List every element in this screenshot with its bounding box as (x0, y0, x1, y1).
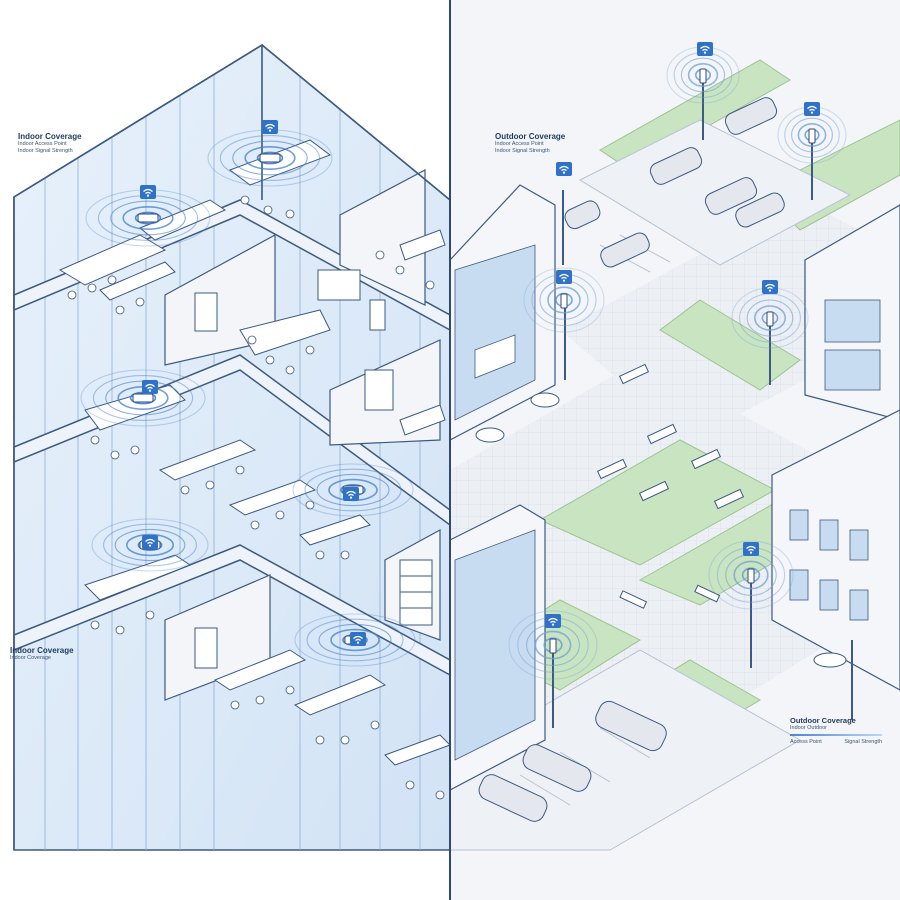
outdoor-poles (552, 80, 853, 728)
signal-ring (523, 267, 605, 333)
coverage-legend: Outdoor Coverage Indoor Outdoor Access P… (790, 716, 882, 745)
wifi-icon (556, 162, 572, 176)
signal-strength-rings (80, 46, 847, 680)
wifi-icon (762, 280, 778, 294)
outdoor-access-point-device (560, 293, 568, 309)
signal-ring (508, 610, 598, 680)
signal-ring (91, 518, 209, 572)
indoor-building (13, 43, 451, 851)
wifi-icon (743, 542, 759, 556)
wifi-icon (142, 380, 158, 394)
parked-cars (478, 97, 785, 822)
signal-ring (733, 560, 769, 590)
signal-ring (687, 62, 719, 87)
access-point-device (132, 393, 154, 403)
wifi-icon (697, 42, 713, 56)
wifi-icon (545, 614, 561, 628)
outdoor-coverage-label-top: Outdoor Coverage Indoor Access Point Ind… (495, 132, 566, 154)
wifi-icon (140, 185, 156, 199)
outdoor-access-point-device (747, 568, 755, 584)
legend-gradient-bar (790, 734, 882, 736)
signal-ring (753, 305, 786, 331)
signal-ring (797, 123, 827, 148)
outdoor-access-point-device (699, 68, 707, 84)
signal-ring (330, 628, 380, 652)
signal-ring (114, 528, 186, 562)
signal-ring (92, 375, 194, 421)
signal-ring (316, 473, 390, 507)
legend-item-access-point: Access Point (790, 739, 822, 745)
building-right-back (804, 204, 900, 421)
wifi-icon (343, 487, 359, 501)
building-left-lower (449, 504, 546, 791)
outdoor-scene (449, 0, 900, 900)
building-left-upper (449, 184, 556, 441)
signal-ring (708, 540, 794, 610)
wifi-icon (262, 120, 278, 134)
legend-item-signal-strength: Signal Strength (844, 739, 882, 745)
signal-ring (103, 523, 197, 567)
outdoor-access-point-device (766, 311, 774, 327)
signal-ring (547, 286, 581, 314)
outdoor-access-point-device (808, 128, 816, 144)
signal-ring (294, 613, 416, 667)
building-right-front (771, 409, 900, 691)
access-points (140, 42, 820, 646)
signal-ring (306, 618, 404, 662)
wifi-icon (556, 270, 572, 284)
signal-ring (110, 200, 186, 236)
bookshelf (399, 559, 433, 626)
signal-ring (304, 468, 402, 512)
wifi-icon (350, 632, 366, 646)
signal-ring (126, 533, 175, 557)
access-point-device (137, 213, 159, 223)
signal-ring (219, 135, 321, 181)
signal-ring (318, 623, 392, 657)
access-point-device (259, 153, 281, 163)
signal-ring (232, 140, 308, 176)
signal-ring (122, 206, 174, 231)
indoor-coverage-label-top: Indoor Coverage Indoor Access Point Indo… (18, 132, 82, 154)
signal-ring (746, 299, 794, 337)
signal-ring (534, 630, 572, 660)
signal-ring (680, 57, 726, 93)
wifi-icon (142, 535, 158, 549)
signal-ring (80, 369, 206, 427)
outdoor-access-point-device (549, 638, 557, 654)
wifi-icon (804, 102, 820, 116)
signal-ring (292, 463, 414, 517)
signal-ring (244, 146, 296, 171)
signal-ring (256, 151, 284, 165)
indoor-coverage-label-bottom: Indoor Coverage Indoor Coverage (10, 646, 74, 662)
plaza-furniture (475, 363, 847, 668)
signal-ring (791, 117, 833, 153)
office-chairs (67, 195, 445, 800)
signal-ring (134, 211, 162, 225)
